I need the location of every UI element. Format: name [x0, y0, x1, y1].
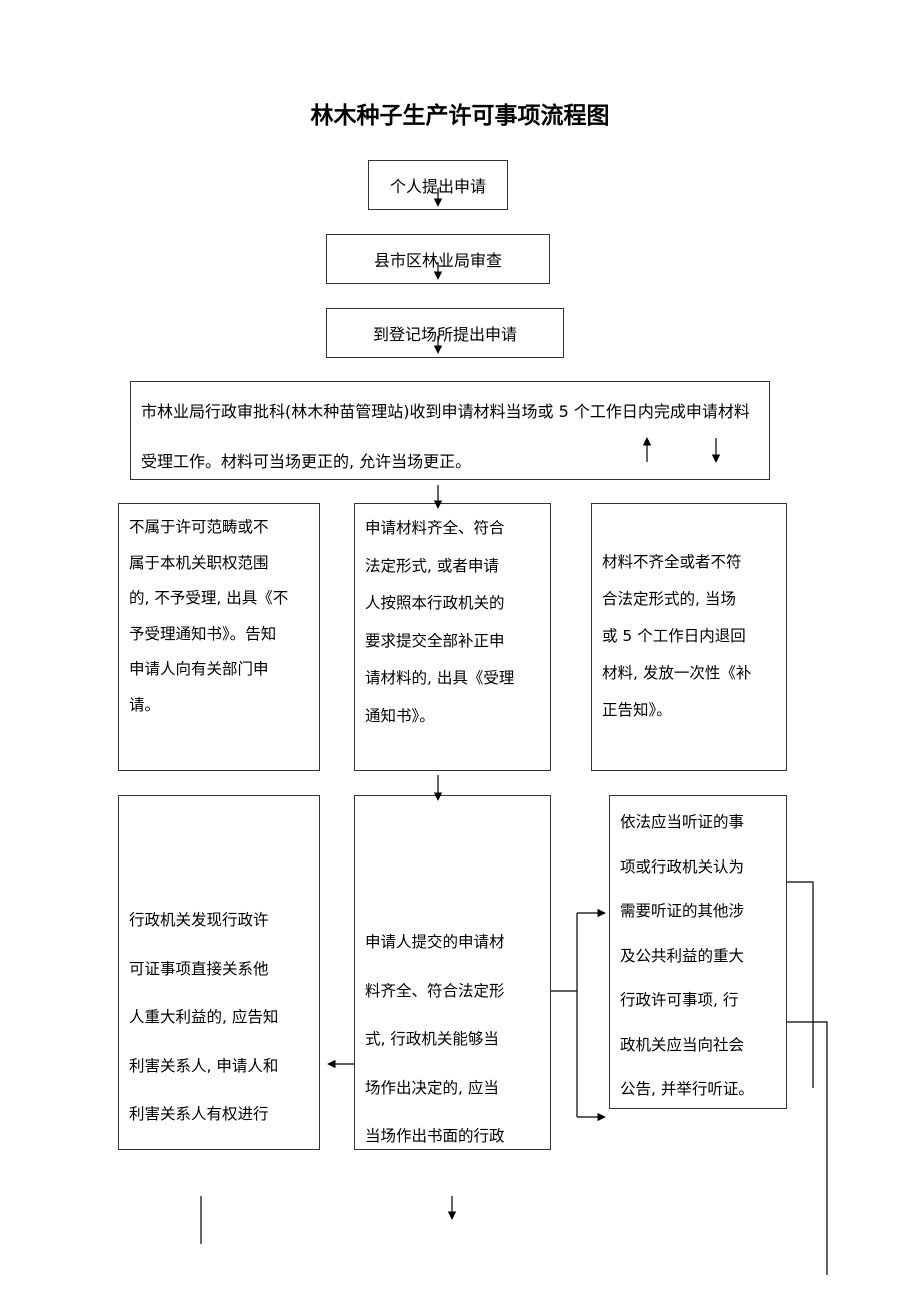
- on-spot-decision-label: 申请人提交的申请材 料齐全、符合法定形 式, 行政机关能够当 场作出决定的, 应…: [365, 933, 505, 1145]
- hearing-label: 依法应当听证的事 项或行政机关认为 需要听证的其他涉 及公共利益的重大 行政许可…: [620, 813, 754, 1098]
- branch-accepted: 申请材料齐全、符合 法定形式, 或者申请 人按照本行政机关的 要求提交全部补正申…: [354, 503, 551, 771]
- branch-supplement-label: 材料不齐全或者不符 合法定形式的, 当场 或 5 个工作日内退回 材料, 发放一…: [602, 553, 752, 719]
- hearing-exit-line: [787, 881, 814, 1088]
- bracket-to-hearing: [551, 913, 578, 992]
- branch-not-accepted-label: 不属于许可范畴或不 属于本机关职权范围 的, 不予受理, 出具《不 予受理通知书…: [129, 518, 289, 714]
- step-bureau-acceptance-label: 市林业局行政审批科(林木种苗管理站)收到申请材料当场或 5 个工作日内完成申请材…: [141, 402, 750, 471]
- right-long-line: [787, 1021, 828, 1275]
- branch-accepted-label: 申请材料齐全、符合 法定形式, 或者申请 人按照本行政机关的 要求提交全部补正申…: [365, 519, 515, 725]
- branch-supplement: 材料不齐全或者不符 合法定形式的, 当场 或 5 个工作日内退回 材料, 发放一…: [591, 503, 787, 771]
- hearing-box: 依法应当听证的事 项或行政机关认为 需要听证的其他涉 及公共利益的重大 行政许可…: [609, 795, 787, 1109]
- flowchart-title: 林木种子生产许可事项流程图: [310, 103, 610, 129]
- step-personal-application: 个人提出申请: [368, 160, 508, 210]
- step-county-review-label: 县市区林业局审查: [373, 251, 502, 270]
- stakeholder-notice-box: 行政机关发现行政许 可证事项直接关系他 人重大利益的, 应告知 利害关系人, 申…: [118, 795, 320, 1150]
- branch-not-accepted: 不属于许可范畴或不 属于本机关职权范围 的, 不予受理, 出具《不 予受理通知书…: [118, 503, 320, 771]
- on-spot-decision-box: 申请人提交的申请材 料齐全、符合法定形 式, 行政机关能够当 场作出决定的, 应…: [354, 795, 551, 1150]
- stakeholder-notice-label: 行政机关发现行政许 可证事项直接关系他 人重大利益的, 应告知 利害关系人, 申…: [129, 911, 279, 1123]
- step-registration-application-label: 到登记场所提出申请: [372, 325, 517, 344]
- step-county-review: 县市区林业局审查: [326, 234, 550, 284]
- step-bureau-acceptance: 市林业局行政审批科(林木种苗管理站)收到申请材料当场或 5 个工作日内完成申请材…: [130, 381, 770, 480]
- step-personal-application-label: 个人提出申请: [389, 177, 486, 196]
- step-registration-application: 到登记场所提出申请: [326, 308, 564, 358]
